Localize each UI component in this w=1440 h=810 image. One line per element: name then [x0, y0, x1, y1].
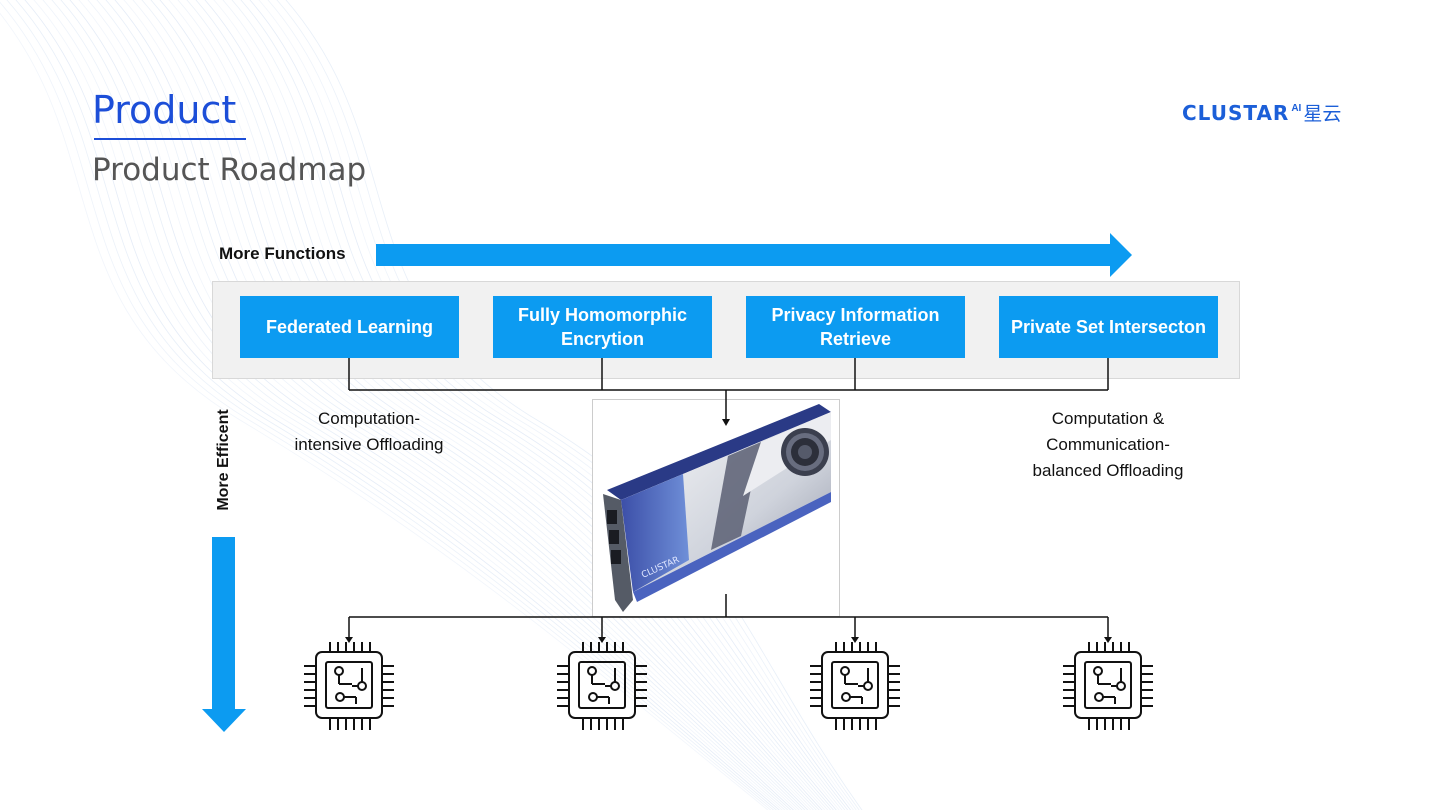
background-wave-line	[141, 0, 817, 810]
background-wave-line	[123, 0, 812, 810]
background-wave-line	[105, 0, 806, 810]
background-wave-line	[249, 0, 852, 810]
more-efficient-arrow	[202, 537, 246, 732]
background-wave-line	[258, 0, 854, 810]
background-wave-line	[204, 0, 837, 810]
caption-computation-intensive: Computation- intensive Offloading	[294, 409, 444, 454]
background-wave-line	[6, 0, 775, 810]
background-wave-line	[213, 0, 840, 810]
page-title: Product	[92, 88, 237, 132]
chip-icon	[810, 642, 900, 730]
background-wave-line	[114, 0, 809, 810]
background-wave-line	[186, 0, 832, 810]
function-fully-homomorphic-encryption: Fully Homomorphic Encrytion	[493, 296, 712, 358]
background-wave-line	[177, 0, 829, 810]
more-functions-arrow	[376, 233, 1132, 277]
function-private-set-intersection: Private Set Intersecton	[999, 296, 1218, 358]
background-wave-line	[15, 0, 777, 810]
page-subtitle: Product Roadmap	[92, 152, 367, 188]
background-wave-line	[96, 0, 803, 810]
background-wave-line	[240, 0, 849, 810]
more-functions-label: More Functions	[219, 244, 346, 263]
chip-icon	[557, 642, 647, 730]
background-wave-line	[231, 0, 846, 810]
clustar-logo: CLUSTAR AI 星云	[1182, 99, 1341, 126]
background-wave-line	[0, 1, 772, 810]
logo-ai-mark: AI	[1291, 103, 1302, 114]
caption-balanced-offloading: Computation & Communication- balanced Of…	[1032, 409, 1184, 480]
function-privacy-information-retrieve: Privacy Information Retrieve	[746, 296, 965, 358]
background-wave-line	[150, 0, 820, 810]
fpga-card-illustration: CLUSTAR	[603, 404, 831, 612]
background-wave-line	[87, 0, 800, 810]
chip-icon	[304, 642, 394, 730]
function-federated-learning: Federated Learning	[240, 296, 459, 358]
background-wave-line	[267, 0, 857, 810]
title-underline	[94, 138, 246, 140]
chip-icon	[1063, 642, 1153, 730]
background-wave-line	[222, 0, 843, 810]
logo-chinese-name: 星云	[1303, 103, 1342, 125]
background-wave-line	[159, 0, 823, 810]
logo-wordmark: CLUSTAR	[1182, 100, 1290, 125]
background-wave-line	[285, 0, 863, 810]
background-wave-line	[195, 0, 834, 810]
background-wave-line	[132, 0, 815, 810]
background-wave-line	[276, 0, 860, 810]
background-wave-line	[168, 0, 826, 810]
fpga-card-image: CLUSTAR	[592, 399, 840, 617]
